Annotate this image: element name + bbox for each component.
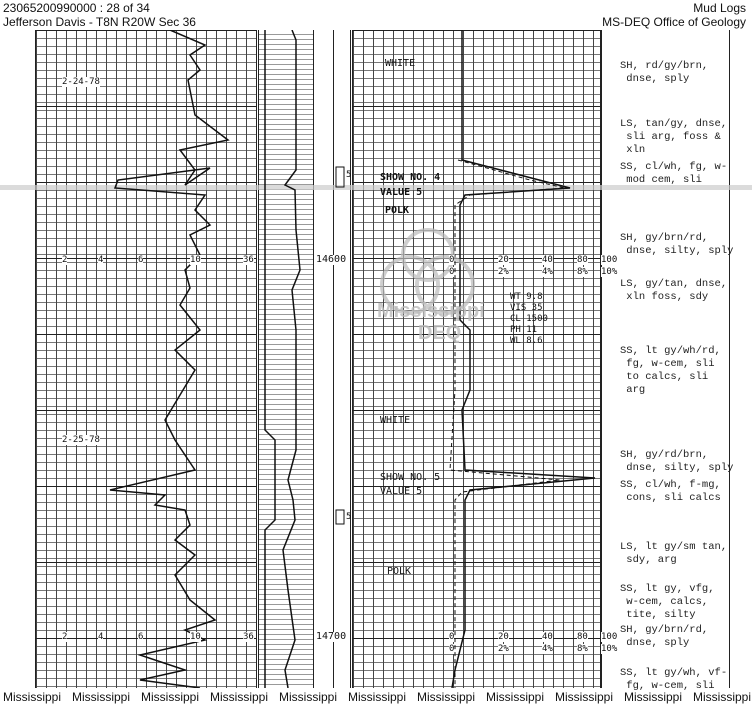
footer-text: Mississippi [72, 690, 131, 704]
scale-label: 0 [449, 267, 455, 277]
gas-label: POLK [387, 566, 412, 577]
show-number: SHOW NO. 5 [380, 472, 441, 483]
footer-text: Mississippi [555, 690, 614, 704]
date-label: 2-24-78 [62, 77, 100, 87]
scale-label: 6 [138, 255, 144, 265]
depth-column [333, 30, 351, 688]
date-label: 2-25-78 [62, 435, 100, 445]
footer-text: Mississippi [348, 690, 407, 704]
scale-label: 0 [449, 255, 455, 265]
scale-label: 80 [577, 632, 588, 642]
scale-label: 20 [498, 255, 509, 265]
footer-text: Mississippi [210, 690, 269, 704]
scale-label: 10% [601, 644, 618, 654]
scale-label: 80 [577, 255, 588, 265]
mud-chlorides: CL 1500 [510, 314, 548, 324]
mud-viscosity: VIS 35 [510, 303, 543, 313]
scale-label: 10 [190, 255, 201, 265]
scale-label: 20 [498, 632, 509, 642]
mud-water-loss: WL 8.6 [510, 336, 543, 346]
agency: MS-DEQ Office of Geology [602, 15, 746, 29]
scale-label: 6 [138, 632, 144, 642]
watermark-text: DEQ [418, 322, 462, 344]
document-type: Mud Logs [693, 1, 746, 15]
mud-log: Mississippi DEQ 2-24-78 2-25-78 2 4 6 10… [0, 30, 752, 692]
well-location: Jefferson Davis - T8N R20W Sec 36 [3, 15, 196, 29]
mud-ph: PH 11 [510, 325, 538, 335]
scale-label: 2% [498, 267, 509, 277]
scale-label: 40 [542, 255, 553, 265]
footer-text: Mississippi [141, 690, 200, 704]
description: SS, cl/wh, fg, w- mod cem, sli [620, 161, 728, 186]
scale-label: 2 [62, 255, 68, 265]
scale-label: 4 [98, 632, 104, 642]
scale-label: 40 [542, 632, 553, 642]
sample-marker-box [335, 166, 345, 188]
scale-label: 10% [601, 267, 618, 277]
scale-label: 8% [577, 267, 588, 277]
log-curves [109, 30, 596, 688]
chromatograph-curve [449, 159, 566, 688]
sample-marker: 5 [346, 170, 352, 180]
scale-label: 10 [190, 632, 201, 642]
description: SH, gy/rd/brn, dnse, silty, sply [620, 449, 734, 474]
watermark-text: Mississippi [377, 300, 485, 322]
footer-text: Mississippi [3, 690, 62, 704]
sample-marker: 5 [346, 512, 352, 522]
footer-text: Mississippi [417, 690, 476, 704]
scale-label: 36 [243, 632, 254, 642]
description: SS, lt gy/wh, vf- fg, w-cem, sli [620, 667, 728, 692]
description: SH, rd/gy/brn, dnse, sply [620, 60, 709, 85]
description: SS, lt gy, vfg, w-cem, calcs, tite, silt… [620, 583, 715, 621]
show-number: SHOW NO. 4 [380, 172, 441, 183]
sample-marker-box [335, 509, 345, 525]
scale-label: 4% [542, 267, 553, 277]
scale-label: 0 [449, 632, 455, 642]
gas-label: WHITE [385, 58, 416, 69]
description: LS, lt gy/sm tan, sdy, arg [620, 541, 728, 566]
depth-label: 14600 [316, 254, 347, 265]
description: SH, gy/brn/rd, dnse, sply [620, 624, 709, 649]
show-value: VALUE 5 [380, 187, 423, 198]
description: SS, lt gy/wh/rd, fg, w-cem, sli to calcs… [620, 345, 721, 396]
description: SS, cl/wh, f-mg, cons, sli calcs [620, 479, 721, 504]
well-id: 23065200990000 : 28 of 34 [3, 1, 150, 15]
show-value: VALUE 5 [380, 486, 423, 497]
total-gas-curve [451, 30, 596, 688]
scale-label: 8% [577, 644, 588, 654]
footer-text: Mississippi [624, 690, 683, 704]
footer-text: Mississippi [486, 690, 545, 704]
gas-label: WHITE [380, 415, 411, 426]
depth-label: 14700 [316, 631, 347, 642]
limestone-boundary [264, 30, 276, 688]
scan-artifact [0, 185, 752, 190]
description: LS, tan/gy, dnse, sli arg, foss & xln [620, 118, 728, 156]
scale-label: 2% [498, 644, 509, 654]
scale-label: 4 [98, 255, 104, 265]
footer-text: Mississippi [279, 690, 338, 704]
scale-label: 4% [542, 644, 553, 654]
gas-label: POLK [385, 205, 410, 216]
rate-curve [109, 30, 230, 688]
scale-label: 0 [449, 644, 455, 654]
rate-track [35, 30, 257, 688]
description-column [600, 30, 730, 688]
description: SH, gy/brn/rd, dnse, silty, sply [620, 232, 734, 257]
scale-label: 100 [601, 255, 618, 265]
scale-label: 36 [243, 255, 254, 265]
footer-text: Mississippi [693, 690, 752, 704]
description: LS, gy/tan, dnse, xln foss, sdy [620, 278, 728, 303]
scale-label: 2 [62, 632, 68, 642]
shale-boundary [282, 30, 301, 688]
scale-label: 100 [601, 632, 618, 642]
mud-weight: WT 9.8 [510, 292, 543, 302]
